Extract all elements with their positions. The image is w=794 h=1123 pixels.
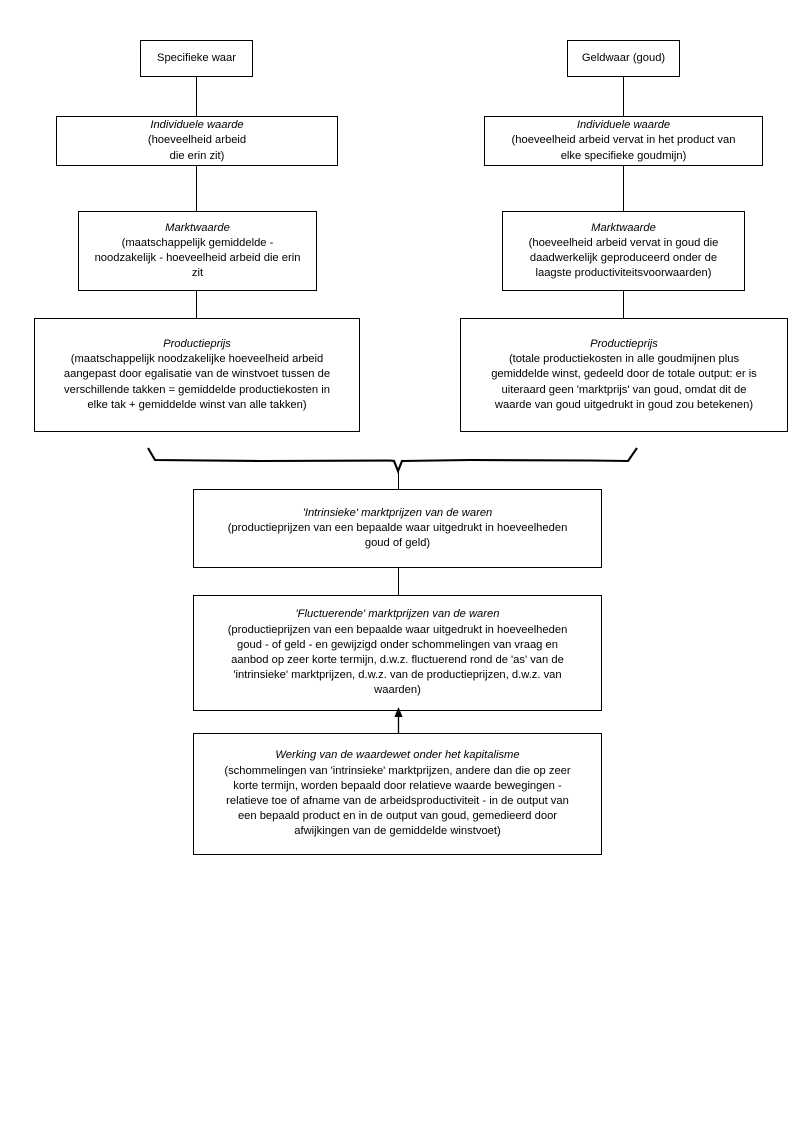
connector-right-marktwaarde-to-productieprijs: [623, 291, 624, 318]
node-left-productieprijs[interactable]: Productieprijs (maatschappelijk noodzake…: [34, 318, 360, 432]
node-intrinsieke-marktprijzen[interactable]: 'Intrinsieke' marktprijzen van de waren …: [193, 489, 602, 568]
node-left-marktwaarde[interactable]: Marktwaarde (maatschappelijk gemiddelde …: [78, 211, 317, 291]
node-left-specifieke-waar[interactable]: Specifieke waar: [140, 40, 253, 77]
node-label: Specifieke waar: [157, 51, 236, 64]
node-title: 'Fluctuerende' marktprijzen van de waren: [295, 608, 500, 621]
node-title: Marktwaarde: [591, 221, 656, 234]
upward-arrow-icon: [390, 706, 407, 734]
node-body: (maatschappelijk noodzakelijke hoeveelhe…: [63, 353, 331, 411]
node-body: (schommelingen van 'intrinsieke' marktpr…: [224, 764, 571, 838]
node-right-geldwaar-goud[interactable]: Geldwaar (goud): [567, 40, 680, 77]
merge-brace: [140, 443, 650, 479]
node-werking-waardewet[interactable]: Werking van de waardewet onder het kapit…: [193, 733, 602, 855]
node-body: (hoeveelheid arbeid vervat in het produc…: [511, 134, 736, 162]
connector-left-root-to-individuele: [196, 77, 197, 116]
node-body: (productieprijzen van een bepaalde waar …: [227, 623, 568, 697]
connector-right-individuele-to-marktwaarde: [623, 166, 624, 211]
node-right-productieprijs[interactable]: Productieprijs (totale productiekosten i…: [460, 318, 788, 432]
node-body: (productieprijzen van een bepaalde waar …: [227, 521, 568, 550]
node-title: 'Intrinsieke' marktprijzen van de waren: [302, 506, 493, 519]
node-title: Productieprijs: [590, 337, 658, 350]
node-right-individuele-waarde[interactable]: Individuele waarde (hoeveelheid arbeid v…: [484, 116, 763, 166]
node-title: Productieprijs: [163, 337, 231, 350]
node-right-marktwaarde[interactable]: Marktwaarde (hoeveelheid arbeid vervat i…: [502, 211, 745, 291]
connector-intrinsieke-to-fluctuerende: [398, 568, 399, 595]
connector-right-root-to-individuele: [623, 77, 624, 116]
connector-brace-to-intrinsieke: [398, 471, 399, 489]
node-title: Individuele waarde: [576, 119, 671, 132]
node-title: Marktwaarde: [165, 221, 230, 234]
connector-left-marktwaarde-to-productieprijs: [196, 291, 197, 318]
node-title: Werking van de waardewet onder het kapit…: [275, 749, 520, 762]
node-body: (totale productiekosten in alle goudmijn…: [491, 353, 757, 411]
node-body: (maatschappelijk gemiddelde -noodzakelij…: [94, 236, 301, 280]
node-fluctuerende-marktprijzen[interactable]: 'Fluctuerende' marktprijzen van de waren…: [193, 595, 602, 711]
node-label: Geldwaar (goud): [581, 51, 666, 64]
connector-left-individuele-to-marktwaarde: [196, 166, 197, 211]
node-title: Individuele waarde: [150, 119, 244, 132]
